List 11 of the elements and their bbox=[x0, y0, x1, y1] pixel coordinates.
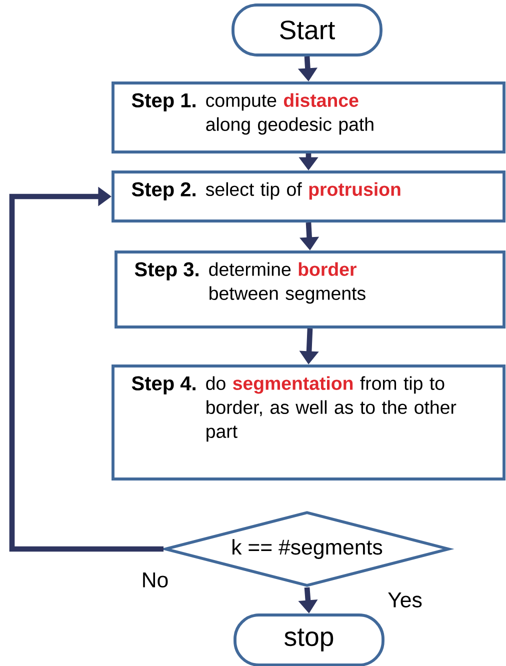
edge-label: No bbox=[140, 571, 170, 589]
step-text: determine border between segments bbox=[209, 262, 366, 304]
step-heading: Step 2. bbox=[132, 182, 196, 200]
step-text: select tip of protrusion bbox=[206, 182, 400, 200]
edge-label: Yes bbox=[386, 591, 424, 609]
step-heading: Step 3. bbox=[134, 262, 198, 280]
step-heading: Step 4. bbox=[132, 376, 196, 394]
step-heading: Step 1. bbox=[132, 93, 196, 112]
arrow bbox=[9, 186, 164, 552]
step-text: do segmentation from tip to border, as well as to the other part bbox=[206, 376, 456, 442]
step-text: compute distance along geodesic path bbox=[206, 93, 374, 135]
